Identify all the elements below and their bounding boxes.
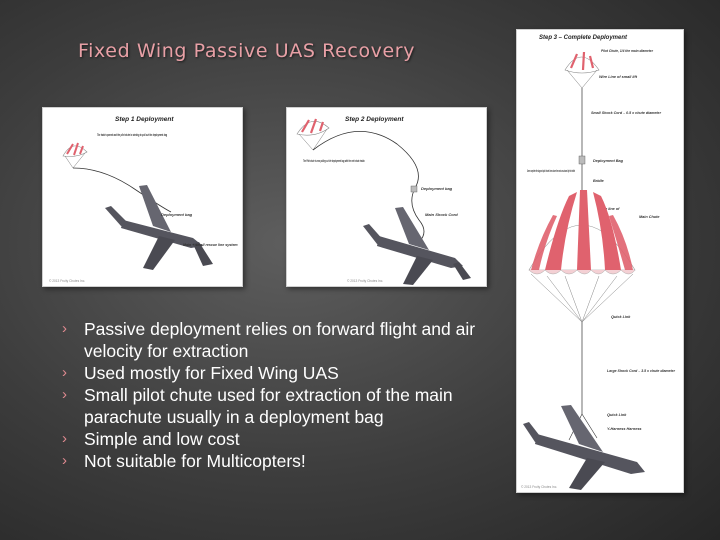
- pilot-chute-icon: [564, 56, 600, 74]
- bullet-marker: ›: [62, 452, 67, 469]
- slide-title: Fixed Wing Passive UAS Recovery: [78, 40, 416, 62]
- bullet-marker: ›: [62, 364, 67, 381]
- callout-cord: Main + small rescue line system: [183, 243, 238, 247]
- figure-step3-heading: Step 3 – Complete Deployment: [539, 35, 628, 41]
- suspension-lines: [530, 273, 634, 323]
- bullet-item: › Simple and low cost: [62, 428, 522, 450]
- callout-wire-line: Wire line of: [599, 207, 620, 211]
- callout-pilot-pulling: The Pilot chute is now pulling out the d…: [303, 158, 365, 163]
- bullet-text: Small pilot chute used for extraction of…: [84, 385, 453, 427]
- callout-pilot-chute: Pilot Chute, 1/4 the main diameter: [601, 49, 653, 53]
- callout-main-chute: Main Chute: [639, 215, 659, 219]
- figure-step2-illustration: Step 2 Deployment The Pilot chute is now…: [296, 116, 471, 285]
- figure-step2-deployment: Step 2 Deployment The Pilot chute is now…: [286, 107, 487, 287]
- bullet-item: › Passive deployment relies on forward fl…: [62, 318, 522, 362]
- deployment-bag-icon: [410, 185, 418, 193]
- bridle-line: [72, 167, 172, 213]
- callout-deployment-bag: Deployment Bag: [593, 159, 624, 163]
- bullet-item: › Used mostly for Fixed Wing UAS: [62, 362, 522, 384]
- figure-step1-copyright: © 2013 Fruity Chutes Inc.: [49, 279, 85, 283]
- callout-deployment-bag: Deployment bag: [421, 186, 453, 191]
- aircraft-icon: [105, 185, 213, 270]
- bullet-marker: ›: [62, 386, 67, 403]
- figure-step3-illustration: Step 3 – Complete Deployment Pilot Chute…: [521, 35, 675, 490]
- figure-step3-copyright: © 2013 Fruity Chutes Inc.: [521, 485, 557, 489]
- callout-bridle: Bridle: [593, 179, 604, 183]
- aircraft-icon: [523, 405, 645, 490]
- figure-step2-heading: Step 2 Deployment: [345, 116, 404, 123]
- figure-step3-complete-deployment: Step 3 – Complete Deployment Pilot Chute…: [516, 29, 684, 493]
- bullet-list: › Passive deployment relies on forward fl…: [62, 318, 522, 472]
- main-parachute-icon: [528, 190, 636, 275]
- bullet-text: Not suitable for Multicopters!: [84, 451, 306, 471]
- bullet-text: Used mostly for Fixed Wing UAS: [84, 363, 339, 383]
- bullet-item: › Not suitable for Multicopters!: [62, 450, 522, 472]
- pilot-chute-stripes: [66, 142, 84, 156]
- figure-step2-copyright: © 2013 Fruity Chutes Inc.: [347, 279, 383, 283]
- callout-small-shock-cord: Small Shock Cord – 0.5 x chute diameter: [591, 111, 661, 115]
- bullet-item: › Small pilot chute used for extraction o…: [62, 384, 522, 428]
- callout-deployment-bag: Deployment bag: [161, 212, 193, 217]
- callout-bridle-line: Wire Line of small lift: [599, 75, 638, 79]
- aircraft-icon: [363, 207, 471, 285]
- bullet-text: Passive deployment relies on forward fli…: [84, 319, 476, 361]
- callout-main-shock-cord: Main Shock Cord: [425, 212, 458, 217]
- callout-hatch: The hatch opened and the pilot chute is …: [97, 132, 167, 137]
- callout-bag-complete: Once complete the bag and pilot chute li…: [527, 169, 575, 173]
- bullet-text: Simple and low cost: [84, 429, 240, 449]
- figure-step1-illustration: Step 1 Deployment The hatch opened and t…: [49, 116, 238, 283]
- bullet-marker: ›: [62, 320, 67, 337]
- callout-quick-link: Quick Link: [611, 315, 631, 319]
- callout-quick-link-2: Quick Link: [607, 413, 627, 417]
- figure-step1-heading: Step 1 Deployment: [115, 116, 174, 123]
- deployment-bag-icon: [578, 155, 586, 165]
- figure-step1-deployment: Step 1 Deployment The hatch opened and t…: [42, 107, 243, 287]
- callout-harness: Y-Harness Harness: [607, 427, 642, 431]
- callout-large-shock-cord: Large Shock Cord – 3.5 x chute diameter: [607, 369, 675, 373]
- bullet-marker: ›: [62, 430, 67, 447]
